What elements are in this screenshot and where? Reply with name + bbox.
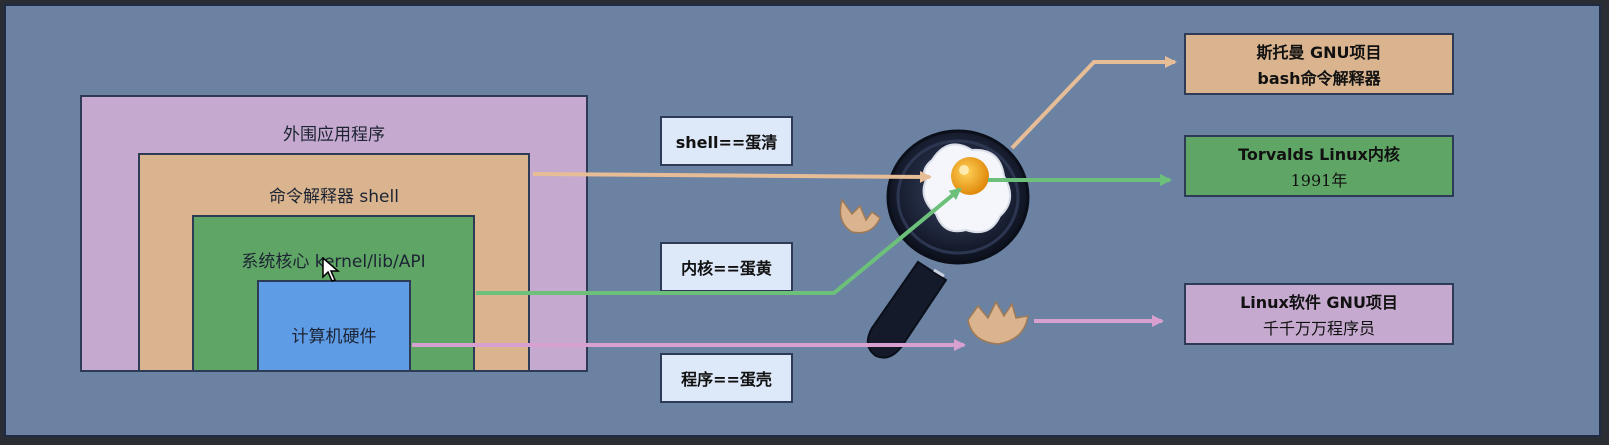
eggshell-icon bbox=[839, 198, 1029, 345]
gnu-bash-line1: 斯托曼 GNU项目 bbox=[1256, 43, 1382, 62]
linux-kernel-box: Torvalds Linux内核 1991年 bbox=[1184, 135, 1454, 197]
linux-kernel-line2: 1991年 bbox=[1290, 171, 1348, 190]
linux-kernel-line1: Torvalds Linux内核 bbox=[1238, 145, 1400, 164]
analogy-shell-tag: shell==蛋清 bbox=[660, 116, 793, 166]
outer-applications-label: 外围应用程序 bbox=[283, 125, 385, 145]
linux-software-box: Linux软件 GNU项目 千千万万程序员 bbox=[1184, 283, 1454, 345]
gnu-bash-line2: bash命令解释器 bbox=[1257, 69, 1381, 88]
program-arrow bbox=[412, 315, 1164, 351]
fried-egg-icon bbox=[922, 143, 1011, 234]
analogy-kernel-tag: 内核==蛋黄 bbox=[660, 242, 793, 292]
analogy-program-tag: 程序==蛋壳 bbox=[660, 353, 793, 403]
hardware-layer: 计算机硬件 bbox=[257, 280, 411, 372]
shell-label: 命令解释器 shell bbox=[269, 187, 399, 207]
hardware-label: 计算机硬件 bbox=[291, 327, 377, 347]
linux-software-line2: 千千万万程序员 bbox=[1262, 319, 1375, 338]
gnu-bash-box: 斯托曼 GNU项目 bash命令解释器 bbox=[1184, 33, 1454, 95]
shell-arrow bbox=[532, 56, 1177, 183]
kernel-label: 系统核心 kernel/lib/API bbox=[241, 252, 426, 272]
mouse-cursor-icon bbox=[322, 257, 341, 282]
linux-software-line1: Linux软件 GNU项目 bbox=[1240, 293, 1398, 312]
kernel-arrow bbox=[476, 174, 1172, 295]
